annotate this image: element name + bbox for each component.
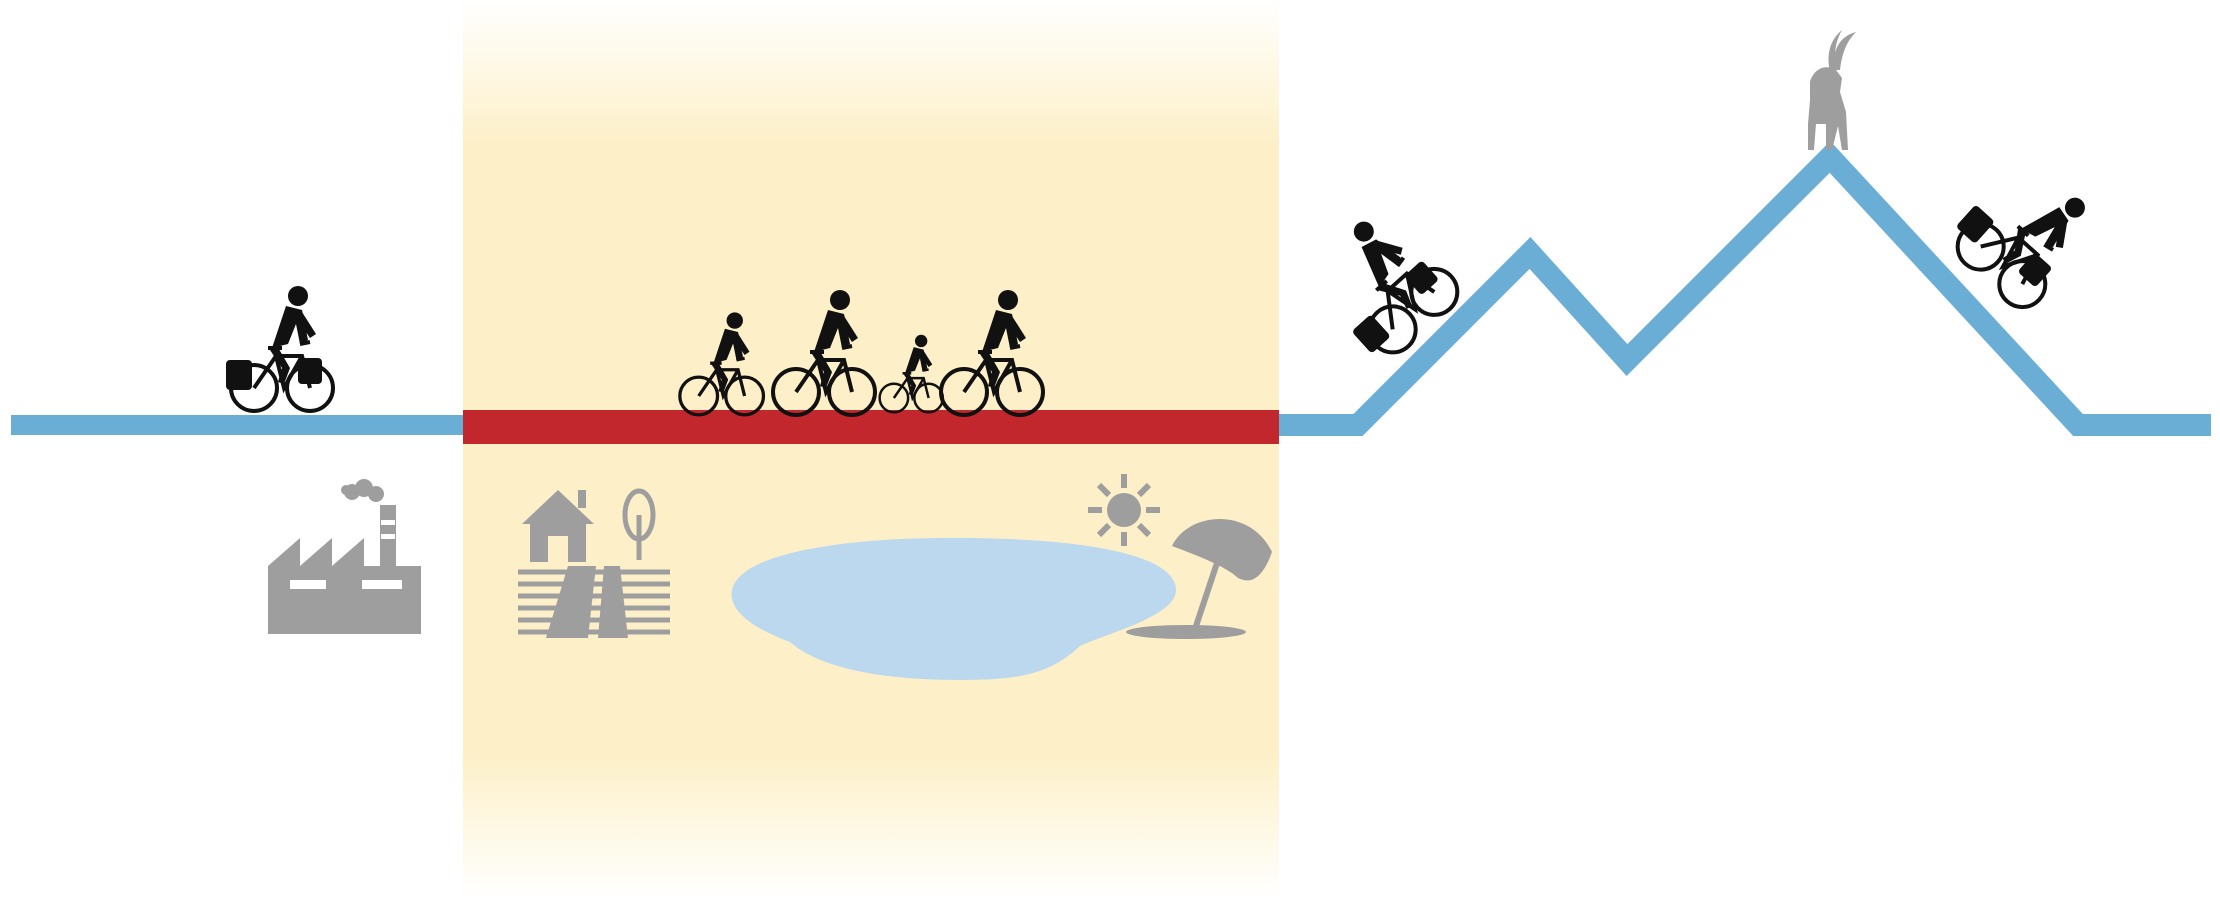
route-line-left xyxy=(11,415,463,435)
beach-umbrella-icon xyxy=(1126,519,1272,639)
downhill-cyclist-icon xyxy=(1946,181,2096,319)
sun-icon xyxy=(1088,474,1160,546)
farmhouse-fields-icon xyxy=(518,488,670,638)
cyclist-icon xyxy=(226,286,335,413)
route-line-mountain xyxy=(1279,141,2211,436)
lake-icon xyxy=(731,537,1176,680)
highlight-zone xyxy=(463,0,1279,899)
highlight-route xyxy=(463,410,1279,444)
ibex-icon xyxy=(1808,30,1856,150)
factory-icon xyxy=(268,479,421,634)
uphill-cyclist-icon xyxy=(1336,212,1469,364)
